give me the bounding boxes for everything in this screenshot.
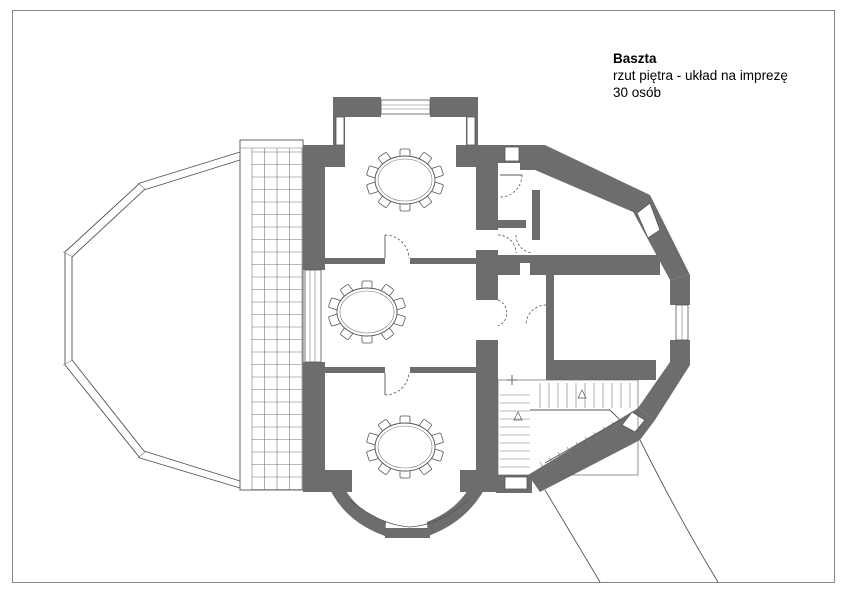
plan-title: Baszta [613, 51, 657, 66]
terrace-tile-grid [240, 147, 303, 490]
walls [303, 97, 690, 538]
terrace [62, 139, 304, 491]
table-north-room [366, 148, 444, 212]
drawing-border [12, 10, 835, 583]
entrance-path [544, 439, 719, 583]
table-middle-room [328, 280, 406, 344]
round-table [336, 287, 398, 337]
round-table [374, 155, 436, 205]
round-table [374, 422, 436, 472]
windows [304, 99, 689, 528]
doors [384, 174, 547, 396]
staircase [497, 379, 639, 476]
stair-treads [500, 383, 631, 474]
plan-capacity: 30 osób [613, 85, 662, 100]
table-south-room [366, 415, 444, 479]
title-block: Baszta rzut piętra - układ na imprezę 30… [613, 50, 788, 101]
banquet-tables [328, 148, 444, 479]
plan-subtitle: rzut piętra - układ na imprezę [613, 68, 788, 83]
